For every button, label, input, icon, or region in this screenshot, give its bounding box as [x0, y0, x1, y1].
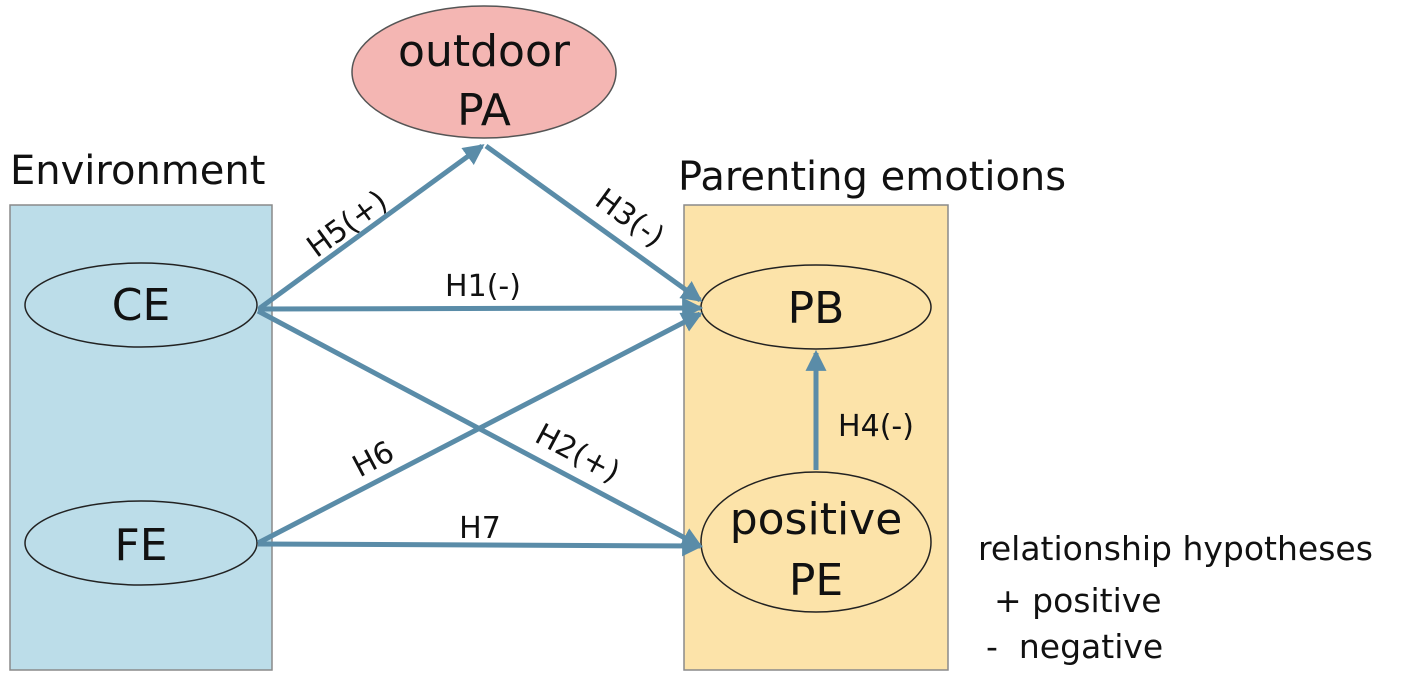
legend-title: relationship hypotheses: [978, 529, 1373, 568]
arrow-h7: [257, 535, 704, 557]
edge-label-h5: H5(+): [301, 184, 395, 265]
legend-negative: - negative: [986, 627, 1163, 666]
outdoor-pa-node: [351, 5, 617, 139]
ce-node: [24, 262, 258, 348]
edge-label-h4: H4(-): [838, 409, 914, 444]
arrow-h3: [484, 143, 703, 303]
arrow-h6: [256, 311, 703, 546]
legend-positive: + positive: [994, 581, 1162, 620]
edge-label-h6: H6: [347, 434, 400, 484]
positive-pe-label-line2: PE: [789, 555, 843, 606]
arrow-h5: [258, 143, 485, 311]
positive-pe-label-line1: positive: [730, 494, 903, 545]
parenting-emotions-label: Parenting emotions: [678, 154, 1066, 200]
fe-label: FE: [114, 520, 167, 571]
outdoor-pa-label-line1: outdoor: [398, 26, 571, 77]
pb-label: PB: [788, 283, 845, 334]
outdoor-pa-label-line2: PA: [457, 85, 511, 136]
edge-label-h7: H7: [459, 511, 501, 546]
fe-node: [24, 500, 258, 586]
arrow-h1: [257, 297, 704, 319]
ce-label: CE: [112, 280, 171, 331]
edge-label-h3: H3(-): [589, 182, 671, 255]
environment-label: Environment: [10, 148, 265, 194]
edge-label-h1: H1(-): [445, 269, 521, 304]
